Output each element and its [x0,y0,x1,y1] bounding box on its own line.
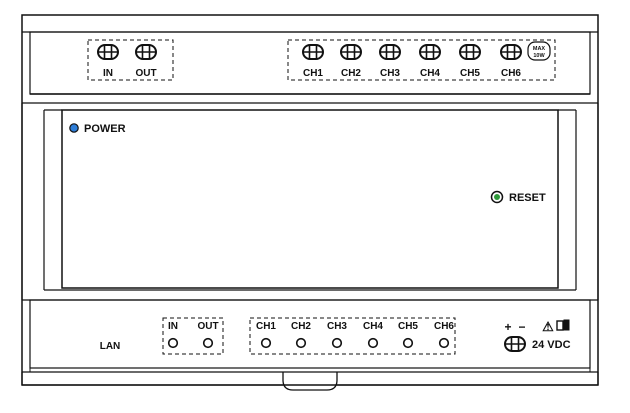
max-note-line1: MAX [533,46,546,52]
top-ch5-label: CH5 [460,68,480,79]
power-led [69,123,79,133]
polarity-plus-label: + [504,320,511,334]
top-in-connector-icon [97,44,119,60]
bottom-in-label: IN [168,321,178,332]
ch1-connector-icon [302,44,324,60]
reset-label: RESET [509,192,546,204]
top-ch2-label: CH2 [341,68,361,79]
top-io-group [87,39,174,81]
bottom-channel-group [249,317,456,355]
bottom-io-group [162,317,224,355]
voltage-label: 24 VDC [532,339,571,351]
max-note-line2: 10W [533,53,545,59]
top-ch6-label: CH6 [501,68,521,79]
ch4-led [367,337,379,349]
ch6-connector-icon [500,44,522,60]
bottom-terminal-block [29,299,591,369]
warning-icon: ⚠ [542,319,554,334]
top-ch1-label: CH1 [303,68,323,79]
manual-icon [556,319,570,331]
top-channel-group [287,39,556,81]
ch5-connector-icon [459,44,481,60]
polarity-minus-label: − [518,320,525,334]
bottom-ch6-label: CH6 [434,321,454,332]
top-terminal-block [29,31,591,95]
front-panel [61,109,559,289]
ch1-led [260,337,272,349]
lan-out-led [202,337,214,349]
ch2-led [295,337,307,349]
ch6-led [438,337,450,349]
bottom-ch4-label: CH4 [363,321,383,332]
ch3-led [331,337,343,349]
top-ch3-label: CH3 [380,68,400,79]
bottom-ch1-label: CH1 [256,321,276,332]
bottom-ch2-label: CH2 [291,321,311,332]
power-input-connector-icon [504,336,526,352]
reset-indicator [494,194,500,200]
lan-label: LAN [100,341,121,352]
ch5-led [402,337,414,349]
bottom-out-label: OUT [197,321,218,332]
top-out-connector-icon [135,44,157,60]
din-rail-clip [282,372,338,391]
bottom-ch3-label: CH3 [327,321,347,332]
top-in-label: IN [103,68,113,79]
power-label: POWER [84,123,126,135]
bottom-ch5-label: CH5 [398,321,418,332]
top-out-label: OUT [135,68,156,79]
ch3-connector-icon [379,44,401,60]
max-rating-badge [527,41,551,61]
ch2-connector-icon [340,44,362,60]
ch4-connector-icon [419,44,441,60]
top-ch4-label: CH4 [420,68,440,79]
lan-in-led [167,337,179,349]
